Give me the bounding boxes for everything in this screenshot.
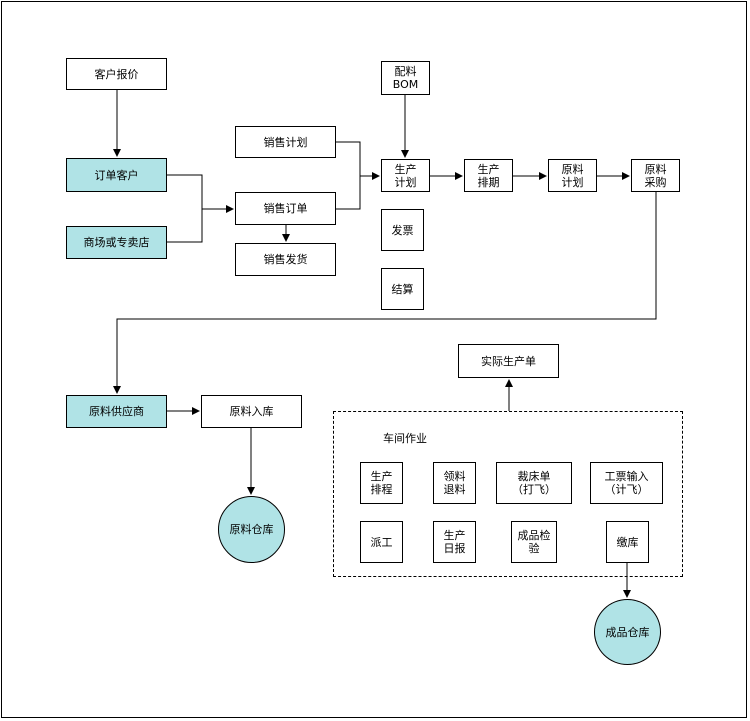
node-prod-plan: 生产 计划 bbox=[381, 159, 430, 192]
edge-mall-to-sales-order bbox=[167, 209, 203, 243]
node-sales-plan: 销售计划 bbox=[235, 126, 336, 158]
node-ws-qc: 成品检 验 bbox=[511, 521, 557, 563]
node-material-plan: 原料 计划 bbox=[548, 159, 597, 192]
node-sales-order: 销售订单 bbox=[235, 192, 336, 225]
node-actual-prod-order: 实际生产单 bbox=[458, 344, 559, 378]
edge-sales-plan-to-prod-plan bbox=[336, 141, 380, 180]
node-sales-ship: 销售发货 bbox=[235, 243, 336, 276]
node-ws-schedule: 生产 排程 bbox=[360, 462, 403, 504]
node-invoice: 发票 bbox=[381, 209, 424, 251]
node-ws-dispatch: 派工 bbox=[360, 521, 403, 563]
node-customer-quote: 客户报价 bbox=[66, 58, 167, 90]
node-material-supplier: 原料供应商 bbox=[66, 395, 167, 428]
node-material-warehouse: 原料仓库 bbox=[218, 496, 285, 563]
node-settlement: 结算 bbox=[381, 268, 424, 310]
node-prod-schedule: 生产 排期 bbox=[464, 159, 513, 192]
workshop-group bbox=[333, 411, 683, 577]
workshop-group-label: 车间作业 bbox=[383, 432, 427, 445]
node-bom: 配料 BOM bbox=[381, 61, 430, 95]
edge-purchase-to-supplier bbox=[113, 192, 657, 394]
node-ws-submit: 缴库 bbox=[606, 521, 649, 563]
edge-sales-order-to-prod-plan bbox=[336, 176, 361, 210]
node-ws-ticket: 工票输入 （计飞） bbox=[590, 462, 663, 504]
node-ws-daily: 生产 日报 bbox=[433, 521, 476, 563]
node-mall-store: 商场或专卖店 bbox=[66, 226, 167, 259]
node-finished-warehouse: 成品仓库 bbox=[594, 599, 661, 665]
edge-order-to-sales-order bbox=[167, 174, 234, 213]
node-material-purchase: 原料 采购 bbox=[631, 159, 680, 192]
node-material-inbound: 原料入库 bbox=[201, 395, 302, 428]
node-ws-picking: 领料 退料 bbox=[433, 462, 476, 504]
node-order-customer: 订单客户 bbox=[66, 158, 167, 192]
node-ws-cutting: 裁床单 （打飞） bbox=[496, 462, 572, 504]
